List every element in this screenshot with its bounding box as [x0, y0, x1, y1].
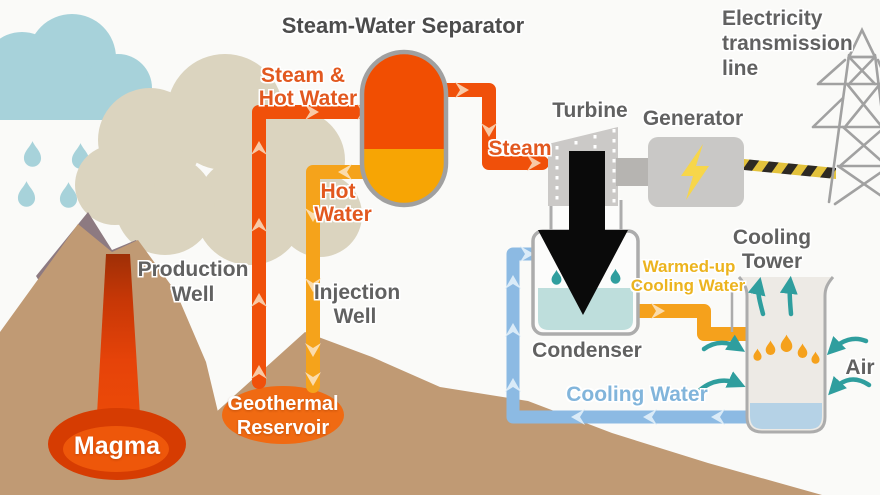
cooling-water-label: Cooling Water — [566, 383, 708, 406]
raindrop-icon — [17, 181, 36, 207]
steam-up-arrow-icon — [747, 276, 766, 317]
steam-pipe — [429, 82, 549, 171]
power-cable — [744, 159, 836, 179]
turbine-label: Turbine — [552, 99, 628, 122]
tower-water — [750, 403, 822, 429]
electricity-line-label-1: Electricity — [722, 7, 823, 30]
warmed-up-label-2: Cooling Water — [630, 276, 746, 295]
geothermal-reservoir-label-1: Geothermal — [227, 393, 339, 415]
injection-well-label-1: Injection — [313, 281, 401, 304]
warmed-up-label-1: Warmed-up — [642, 257, 736, 276]
injection-well-pipe — [305, 164, 379, 393]
separator-vessel — [359, 49, 449, 208]
turbine-shaft — [616, 158, 652, 186]
magma-label: Magma — [73, 432, 161, 460]
electricity-line-label-2: transmission — [722, 32, 853, 55]
generator-icon — [648, 137, 744, 207]
production-well-label-1: Production — [137, 258, 249, 281]
production-well-label-2: Well — [171, 283, 215, 306]
condenser-label: Condenser — [532, 339, 642, 362]
cooling-water-pipe — [505, 246, 767, 425]
geothermal-reservoir-blob — [222, 386, 344, 444]
air-label: Air — [845, 356, 875, 379]
steam-hot-water-label-1: Steam & — [260, 64, 346, 87]
hot-water-label-2: Water — [314, 203, 372, 226]
hot-water-label-1: Hot — [320, 180, 356, 203]
steam-up-arrow-icon — [779, 275, 798, 317]
rain-cloud-icon — [0, 14, 152, 122]
air-flow-arrows — [697, 275, 872, 396]
steam-hot-water-label-2: Hot Water — [258, 87, 358, 110]
air-arrow-icon — [828, 375, 872, 396]
air-arrow-icon — [701, 334, 746, 352]
production-well-pipe — [251, 104, 385, 389]
cooling-tower-label-1: Cooling — [732, 226, 812, 249]
steam-label: Steam — [488, 137, 552, 160]
electricity-line-label-3: line — [722, 57, 759, 80]
generator-label: Generator — [642, 107, 744, 130]
cooling-tower-label-2: Tower — [741, 250, 803, 273]
cooling-tower-vessel — [697, 275, 872, 434]
air-arrow-icon — [826, 335, 869, 356]
air-arrow-icon — [697, 371, 746, 393]
magma-blob — [48, 408, 186, 480]
raindrop-icon — [59, 182, 78, 208]
separator-label: Steam-Water Separator — [281, 13, 525, 38]
injection-well-label-2: Well — [333, 305, 377, 328]
transmission-tower-icon — [811, 27, 880, 206]
lightning-bolt-icon — [681, 144, 709, 200]
black-down-arrow — [538, 151, 628, 315]
magma-column — [96, 254, 141, 432]
raindrop-icon — [23, 141, 42, 167]
geothermal-reservoir-label-2: Reservoir — [236, 417, 330, 439]
